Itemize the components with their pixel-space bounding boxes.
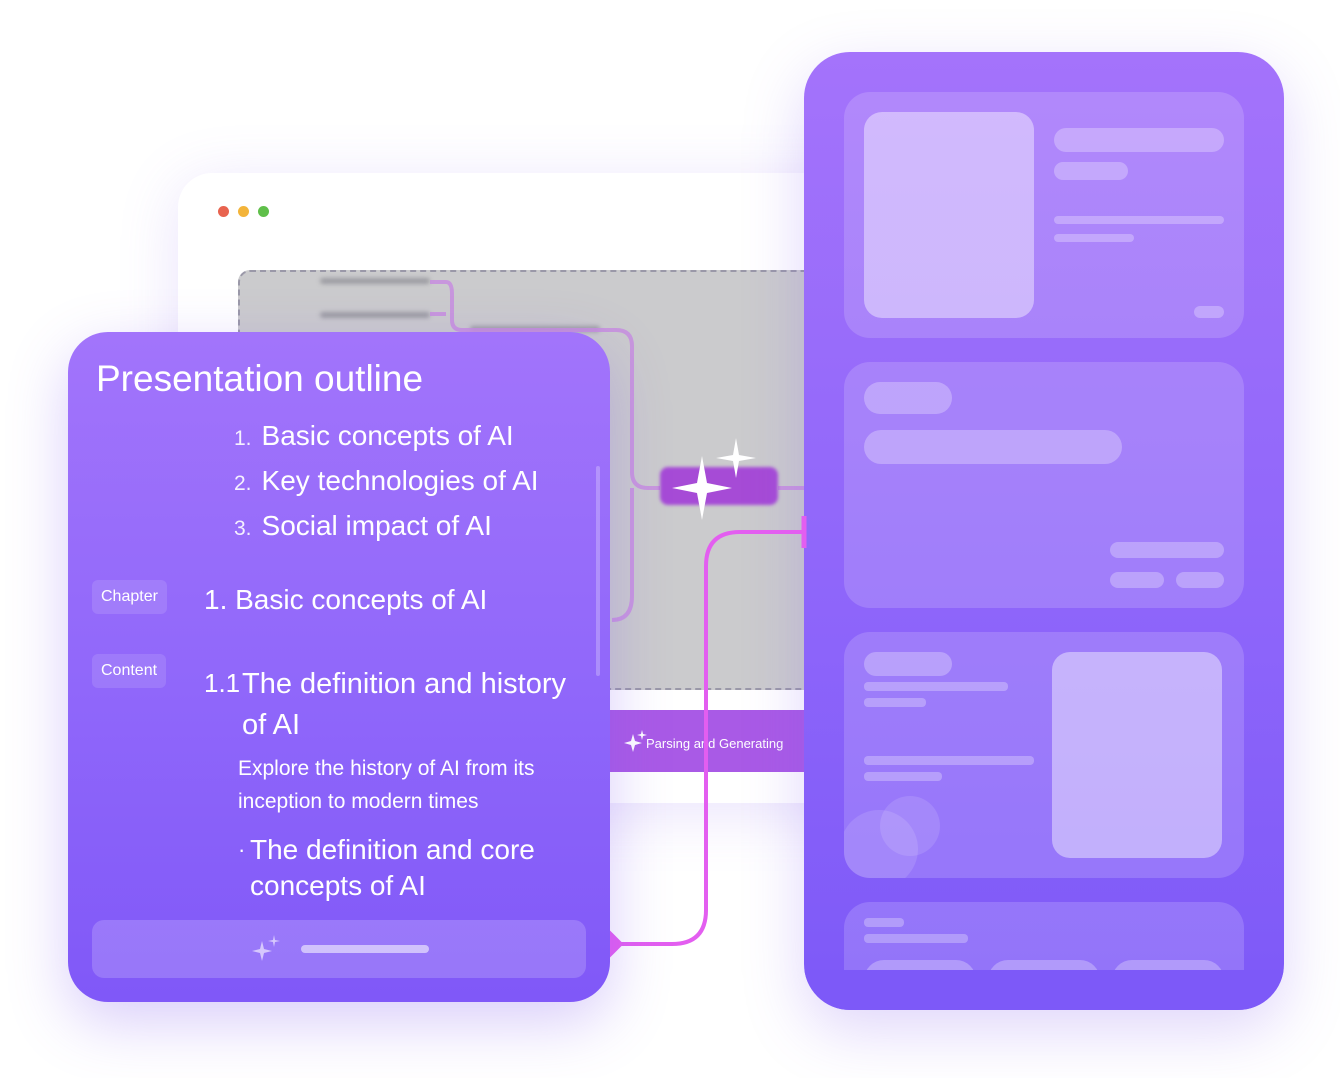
close-dot-icon[interactable] (218, 206, 229, 217)
generation-status-bar (610, 710, 810, 772)
presentation-outline-card: Presentation outline 1.Basic concepts of… (68, 332, 610, 1002)
minimize-dot-icon[interactable] (238, 206, 249, 217)
slide-list-fade (804, 970, 1284, 1010)
outline-item[interactable]: 1.Basic concepts of AI (234, 420, 514, 451)
bullet-mark: · (238, 837, 246, 862)
chapter-tag: Chapter (92, 580, 167, 614)
chapter-title[interactable]: 1. Basic concepts of AI (204, 584, 488, 615)
outline-scrollbar[interactable] (596, 466, 600, 676)
outline-title: Presentation outline (96, 358, 424, 399)
outline-item[interactable]: 3.Social impact of AI (234, 510, 492, 541)
maximize-dot-icon[interactable] (258, 206, 269, 217)
outline-list: 1.Basic concepts of AI 2.Key technologie… (234, 420, 539, 555)
generate-progress-placeholder (301, 945, 429, 953)
slide-preview-panel (804, 52, 1284, 1010)
sparkle-icon (624, 730, 647, 752)
section-description: Explore the history of AI from its incep… (238, 757, 535, 813)
sparkle-icon (672, 438, 756, 520)
sparkle-icon (252, 935, 280, 961)
bullet-text: The definition and core concepts of AI (250, 834, 535, 901)
generation-status-label: Parsing and Generating (646, 736, 784, 751)
outline-item[interactable]: 2.Key technologies of AI (234, 465, 539, 496)
section-bullet[interactable]: · The definition and core concepts of AI (238, 832, 570, 904)
slide-card-1[interactable] (844, 92, 1244, 338)
generate-button[interactable] (92, 920, 586, 978)
slide-card-3[interactable] (844, 632, 1244, 878)
section-number: 1.1 (204, 668, 241, 698)
section-title[interactable]: The definition and history of AI (242, 668, 567, 741)
slide-card-2[interactable] (844, 362, 1244, 608)
content-tag: Content (92, 654, 167, 688)
